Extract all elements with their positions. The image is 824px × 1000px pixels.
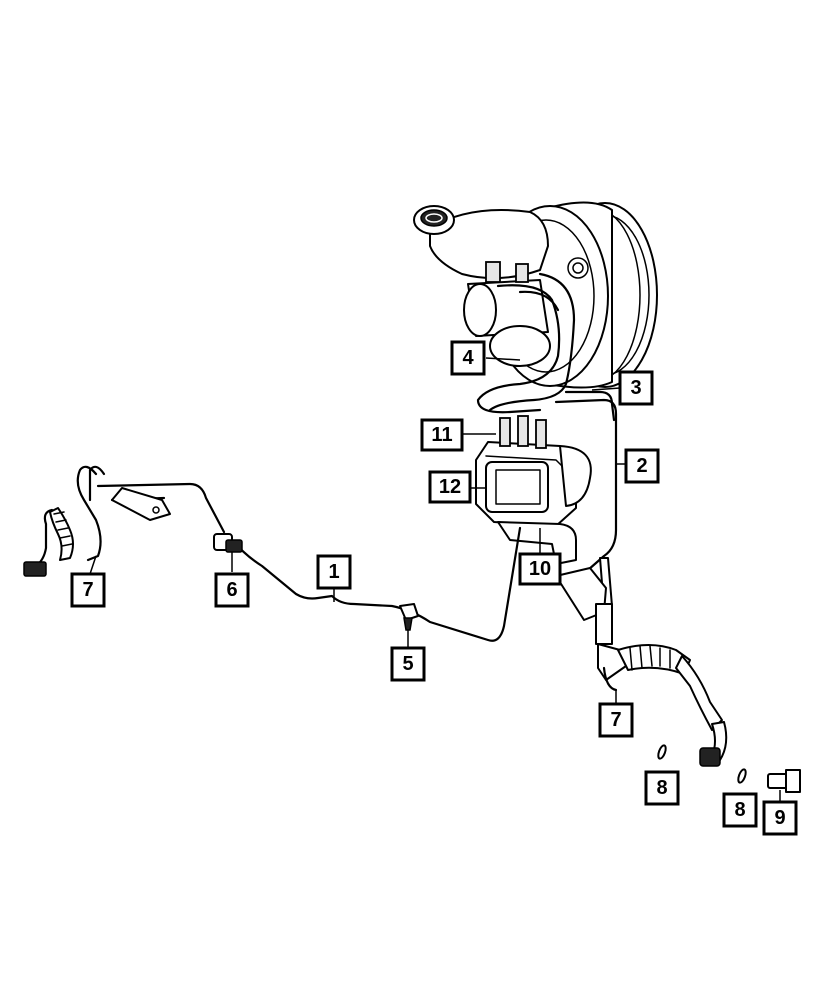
brake-line-clip <box>399 603 419 631</box>
callout-2-label: 2 <box>636 455 647 477</box>
brake-tube-4 <box>476 284 561 414</box>
callout-1-label: 1 <box>328 561 339 583</box>
callout-3: 3 <box>618 370 654 406</box>
callout-7-right: 7 <box>598 702 634 738</box>
sealing-washer-1 <box>657 744 667 760</box>
master-cylinder-reservoir <box>413 205 551 367</box>
callout-8-left-label: 8 <box>656 777 667 799</box>
callout-11-label: 11 <box>431 424 452 446</box>
callout-5-label: 5 <box>402 653 413 675</box>
sealing-washer-2 <box>737 768 747 784</box>
callout-10-label: 10 <box>529 558 551 580</box>
callout-8-right-label: 8 <box>734 799 745 821</box>
abs-module <box>475 415 592 527</box>
callout-12: 12 <box>428 470 472 504</box>
callout-4-label: 4 <box>462 347 474 369</box>
callout-11: 11 <box>420 418 464 452</box>
brake-hose-right <box>555 557 728 767</box>
callout-8-left: 8 <box>644 770 680 806</box>
tube-union-fitting <box>213 533 243 553</box>
callout-9: 9 <box>762 800 798 836</box>
brake-tube-2 <box>554 398 618 572</box>
callout-3-label: 3 <box>630 377 641 399</box>
banjo-bolt <box>767 769 801 793</box>
callout-6-label: 6 <box>226 579 237 601</box>
callout-9-label: 9 <box>774 807 785 829</box>
leader-lines <box>89 357 781 802</box>
callout-4: 4 <box>450 340 486 376</box>
callout-7-left-label: 7 <box>82 579 93 601</box>
callout-5: 5 <box>390 646 426 682</box>
callout-7-left: 7 <box>70 572 106 608</box>
callout-10: 10 <box>518 552 562 586</box>
brake-hose-left <box>23 465 171 577</box>
callout-1: 1 <box>316 554 352 590</box>
callout-8-right: 8 <box>722 792 758 828</box>
callout-2: 2 <box>624 448 660 484</box>
callout-6: 6 <box>214 572 250 608</box>
callout-7-right-label: 7 <box>610 709 621 731</box>
callout-12-label: 12 <box>439 476 461 498</box>
